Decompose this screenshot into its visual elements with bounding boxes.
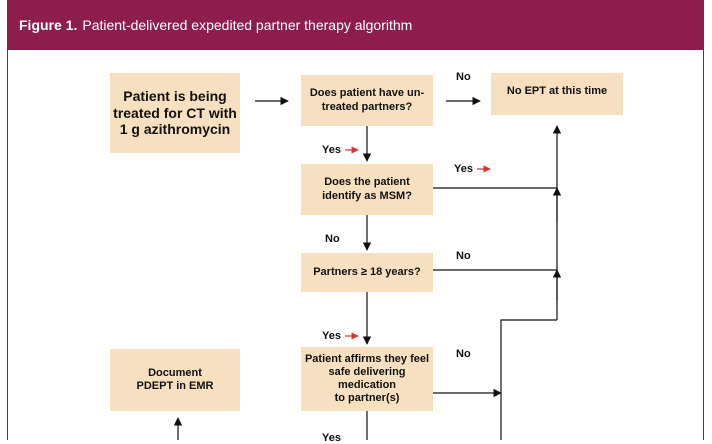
line-safe-no <box>500 319 557 440</box>
label-no-age: No <box>456 250 471 262</box>
figure-header: Figure 1. Patient-delivered expedited pa… <box>7 0 704 50</box>
msm-box: Does the patient identify as MSM? <box>301 164 433 215</box>
start-box: Patient is being treated for CT with 1 g… <box>110 73 240 153</box>
label-yes-age: Yes <box>322 330 341 342</box>
figure-label: Figure 1. <box>19 17 78 33</box>
figure-title: Patient-delivered expedited partner ther… <box>82 17 413 33</box>
label-yes-untreated: Yes <box>322 144 341 156</box>
label-no-untreated: No <box>456 71 471 83</box>
partners-age-box: Partners ≥ 18 years? <box>301 253 433 292</box>
document-box: Document PDEPT in EMR <box>110 349 240 411</box>
label-no-msm: No <box>325 233 340 245</box>
label-yes-msm: Yes <box>454 163 473 175</box>
label-no-safe: No <box>456 348 471 360</box>
untreated-partners-box: Does patient have un- treated partners? <box>301 75 433 126</box>
no-ept-box: No EPT at this time <box>491 73 623 115</box>
safe-delivery-box: Patient affirms they feel safe deliverin… <box>301 347 433 411</box>
label-yes-safe: Yes <box>322 432 341 444</box>
